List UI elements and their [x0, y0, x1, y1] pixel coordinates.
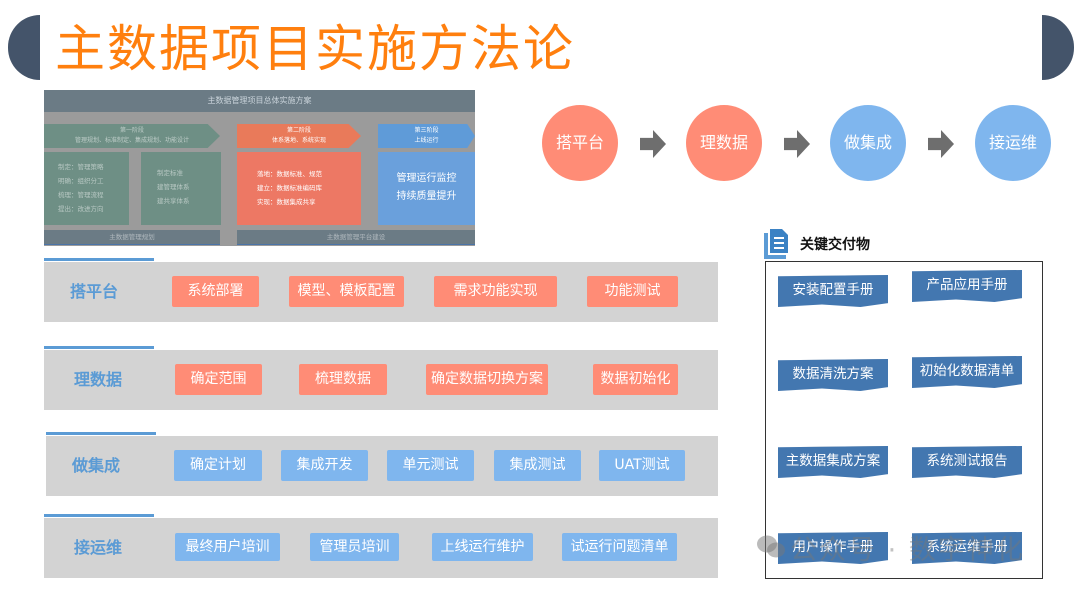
task-chip: 数据初始化: [593, 364, 678, 395]
deliverable-item: 系统测试报告: [912, 446, 1022, 478]
stage-2-name: 第二阶段: [286, 127, 311, 134]
stage-3-item: 管理运行监控: [396, 173, 457, 184]
stage-3-item: 持续质量提升: [396, 191, 457, 202]
phase-row-platform: 搭平台 系统部署 模型、模板配置 需求功能实现 功能测试: [44, 258, 718, 322]
task-chip: 系统部署: [172, 276, 259, 307]
watermark-text: 公众号 · 数字神化: [790, 535, 1025, 566]
stage-2-item: 实现：数据集成共享: [257, 198, 316, 206]
arrow-right-icon: [784, 130, 810, 158]
flow-step-platform: 搭平台: [542, 105, 618, 181]
phase-accent-line: [44, 514, 154, 517]
task-chip: 确定范围: [175, 364, 262, 395]
stage-1-left-item: 提出：改进方向: [58, 205, 104, 213]
stage-2-box: 落地：数据标准、规范 建立：数据标准编码库 实现：数据集成共享: [237, 152, 361, 225]
overview-header: 主数据管理项目总体实施方案: [44, 90, 475, 112]
task-chip: 单元测试: [387, 450, 474, 481]
phase-label: 理数据: [74, 370, 123, 389]
deliverables-title: 关键交付物: [800, 237, 870, 253]
task-chip: UAT测试: [599, 450, 685, 481]
stage-2-item: 落地：数据标准、规范: [257, 170, 322, 178]
title-decoration-right: [1042, 15, 1074, 80]
arrow-right-icon: [640, 130, 666, 158]
stage-1-right-item: 建管理体系: [157, 183, 190, 191]
stage-1-left-item: 梳理：管理流程: [58, 191, 104, 199]
document-icon: [764, 229, 790, 259]
stage-3-arrow: 第三阶段 上线运行: [378, 124, 475, 148]
task-chip: 集成开发: [281, 450, 368, 481]
flow-step-integration: 做集成: [830, 105, 906, 181]
task-chip: 梳理数据: [299, 364, 387, 395]
page-title: 主数据项目实施方法论: [55, 20, 575, 78]
task-chip: 确定数据切换方案: [426, 364, 548, 395]
task-chip: 模型、模板配置: [289, 276, 404, 307]
phase-label: 接运维: [74, 538, 123, 557]
deliverable-item: 数据清洗方案: [778, 359, 888, 391]
deliverable-item: 初始化数据清单: [912, 356, 1022, 388]
stage-3-box: 管理运行监控 持续质量提升: [378, 152, 475, 225]
stage-1-desc: 管理规划、标准制定、集成规划、功能设计: [74, 137, 189, 144]
stage-3-desc: 上线运行: [414, 137, 439, 144]
deliverable-item: 安装配置手册: [778, 275, 888, 307]
stage-1-arrow: 第一阶段 管理规划、标准制定、集成规划、功能设计: [44, 124, 220, 148]
overview-diagram: 主数据管理项目总体实施方案 第一阶段 管理规划、标准制定、集成规划、功能设计 第…: [44, 90, 475, 246]
wechat-icon: [756, 534, 786, 560]
stage-1-right-item: 建共享体系: [157, 197, 190, 205]
task-chip: 最终用户培训: [175, 533, 280, 561]
stage-1-name: 第一阶段: [119, 127, 144, 134]
phase-accent-line: [44, 346, 154, 349]
deliverable-item: 主数据集成方案: [778, 446, 888, 478]
stage-2-arrow: 第二阶段 体系落地、系统实现: [237, 124, 361, 148]
deliverable-item: 用户操作手册: [778, 532, 888, 564]
stage-2-desc: 体系落地、系统实现: [271, 137, 326, 144]
deliverable-item: 系统运维手册: [912, 532, 1022, 564]
phase-label: 做集成: [72, 456, 121, 475]
task-chip: 上线运行维护: [432, 533, 533, 561]
stage-2-item: 建立：数据标准编码库: [257, 184, 322, 192]
title-decoration-left: [8, 15, 40, 80]
arrow-right-icon: [928, 130, 954, 158]
deliverables-panel: [765, 261, 1043, 579]
task-chip: 功能测试: [587, 276, 678, 307]
phase-accent-line: [44, 258, 154, 261]
task-chip: 管理员培训: [310, 533, 399, 561]
flow-step-data: 理数据: [686, 105, 762, 181]
stage-1-right-box: 制定标准 建管理体系 建共享体系: [141, 152, 221, 225]
stage-1-left-box: 制定：管理策略 明确：组织分工 梳理：管理流程 提出：改进方向: [44, 152, 129, 225]
task-chip: 集成测试: [494, 450, 581, 481]
stage-3-name: 第三阶段: [414, 127, 439, 134]
task-chip: 需求功能实现: [434, 276, 557, 307]
phase-accent-line: [46, 432, 156, 435]
stage-1-right-item: 制定标准: [157, 169, 183, 177]
overview-footer-platform: 主数据管理平台建设: [237, 230, 475, 245]
phase-label: 搭平台: [70, 282, 119, 301]
flow-step-operations: 接运维: [975, 105, 1051, 181]
stage-1-left-item: 制定：管理策略: [58, 163, 104, 171]
phase-row-operations: 接运维 最终用户培训 管理员培训 上线运行维护 试运行问题清单: [44, 514, 718, 578]
deliverable-item: 产品应用手册: [912, 270, 1022, 302]
task-chip: 确定计划: [174, 450, 262, 481]
stage-1-left-item: 明确：组织分工: [58, 177, 104, 185]
phase-row-data: 理数据 确定范围 梳理数据 确定数据切换方案 数据初始化: [44, 346, 718, 410]
task-chip: 试运行问题清单: [562, 533, 677, 561]
overview-footer-planning: 主数据管理规划: [44, 230, 220, 245]
phase-row-integration: 做集成 确定计划 集成开发 单元测试 集成测试 UAT测试: [46, 432, 718, 496]
